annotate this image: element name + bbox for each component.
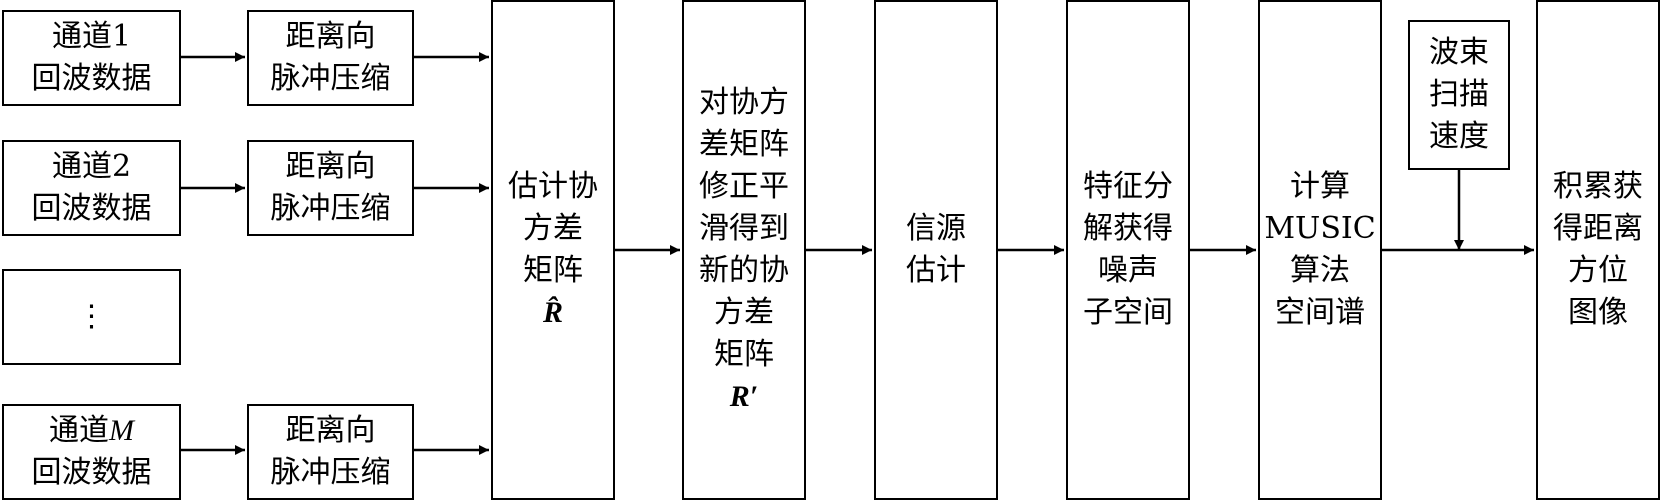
beam-line-1: 波束 xyxy=(1429,35,1489,70)
source-line-1: 信源 xyxy=(906,211,966,246)
eigen-line-2: 解获得 xyxy=(1083,211,1173,246)
source-line-2: 估计 xyxy=(906,253,966,288)
compress-3-line2: 脉冲压缩 xyxy=(270,455,391,490)
beam-line-2: 扫描 xyxy=(1429,77,1489,112)
channel-M-name: 通道M xyxy=(49,413,134,448)
channel-2-line2: 回波数据 xyxy=(31,191,152,226)
compress-1-line2: 脉冲压缩 xyxy=(270,61,391,96)
music-line-4: 空间谱 xyxy=(1275,295,1365,330)
accumulate-line-3: 方位 xyxy=(1568,253,1628,288)
compress-1-box: 距离向 脉冲压缩 xyxy=(247,10,414,106)
smooth-symbol: R′ xyxy=(729,380,759,413)
channel-1-name: 通道1 xyxy=(51,19,132,54)
compress-2-line1: 距离向 xyxy=(285,149,376,184)
estimate-symbol: R̂ xyxy=(542,296,563,329)
music-line-1: 计算 xyxy=(1290,169,1350,204)
music-line-2: MUSIC xyxy=(1264,211,1376,246)
compress-2-box: 距离向 脉冲压缩 xyxy=(247,140,414,236)
music-spectrum-box: 计算 MUSIC 算法 空间谱 xyxy=(1258,0,1382,500)
smooth-line-6: 方差 xyxy=(714,295,774,330)
beam-scan-speed-box: 波束 扫描 速度 xyxy=(1408,20,1510,170)
channel-2-name: 通道2 xyxy=(51,149,132,184)
compress-3-box: 距离向 脉冲压缩 xyxy=(247,404,414,500)
smooth-line-5: 新的协 xyxy=(699,253,789,288)
smooth-line-2: 差矩阵 xyxy=(699,127,789,162)
compress-1-line1: 距离向 xyxy=(285,19,376,54)
compress-2-line2: 脉冲压缩 xyxy=(270,191,391,226)
eigen-line-4: 子空间 xyxy=(1083,295,1173,330)
channel-1-box: 通道1 回波数据 xyxy=(2,10,181,106)
accumulate-line-1: 积累获 xyxy=(1553,169,1643,204)
eigen-line-3: 噪声 xyxy=(1098,253,1158,288)
estimate-line-2: 方差 xyxy=(523,211,583,246)
source-estimation-box: 信源 估计 xyxy=(874,0,998,500)
beam-line-3: 速度 xyxy=(1429,119,1489,154)
vertical-ellipsis: ⋮ xyxy=(76,299,107,334)
smoothed-covariance-box: 对协方 差矩阵 修正平 滑得到 新的协 方差 矩阵 R′ xyxy=(682,0,806,500)
estimate-line-1: 估计协 xyxy=(508,169,598,204)
channel-ellipsis-box: ⋮ xyxy=(2,269,181,365)
smooth-line-7: 矩阵 xyxy=(714,337,774,372)
smooth-line-1: 对协方 xyxy=(699,85,789,120)
eigen-decomposition-box: 特征分 解获得 噪声 子空间 xyxy=(1066,0,1190,500)
eigen-line-1: 特征分 xyxy=(1083,169,1173,204)
accumulate-line-2: 得距离 xyxy=(1553,211,1643,246)
smooth-line-3: 修正平 xyxy=(699,169,789,204)
channel-M-line2: 回波数据 xyxy=(31,455,152,490)
channel-M-box: 通道M 回波数据 xyxy=(2,404,181,500)
estimate-line-3: 矩阵 xyxy=(523,253,583,288)
smooth-line-4: 滑得到 xyxy=(699,211,789,246)
channel-2-box: 通道2 回波数据 xyxy=(2,140,181,236)
music-line-3: 算法 xyxy=(1290,253,1350,288)
channel-1-line2: 回波数据 xyxy=(31,61,152,96)
accumulate-image-box: 积累获 得距离 方位 图像 xyxy=(1536,0,1660,500)
estimate-covariance-box: 估计协 方差 矩阵 R̂ xyxy=(491,0,615,500)
compress-3-line1: 距离向 xyxy=(285,413,376,448)
accumulate-line-4: 图像 xyxy=(1568,295,1628,330)
